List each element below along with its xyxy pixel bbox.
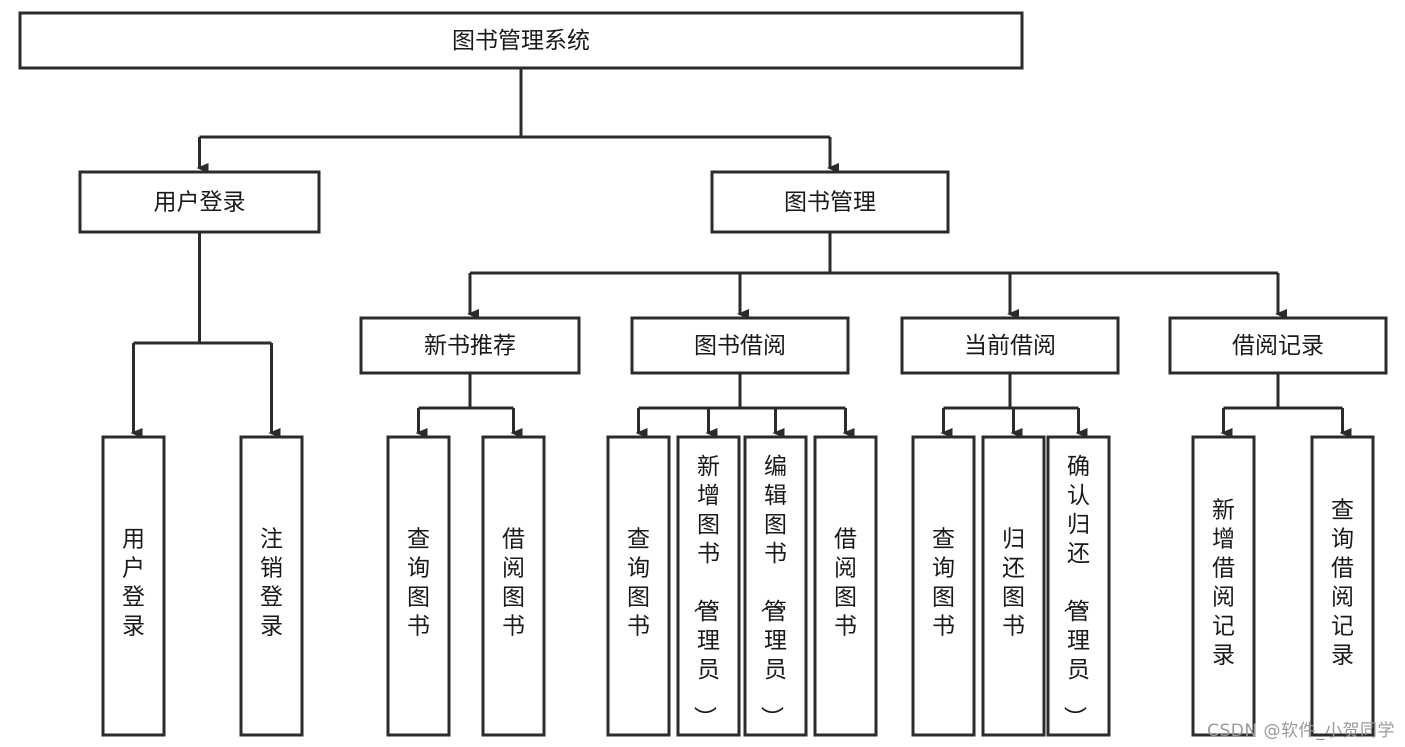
node-box: [630, 316, 850, 375]
node-box: [743, 435, 808, 737]
node-label: 新增借阅记录: [1212, 498, 1235, 669]
node-借阅记录[interactable]: 借阅记录: [1168, 316, 1388, 375]
node-图书借阅[interactable]: 图书借阅: [630, 316, 850, 375]
node-label: 用户登录: [154, 190, 246, 216]
node-box: [911, 435, 976, 737]
node-当前借阅[interactable]: 当前借阅: [900, 316, 1120, 375]
node-box: [359, 316, 581, 375]
node-label: 查询图书: [627, 527, 650, 640]
node-用户登录[interactable]: 用户登录: [101, 435, 166, 737]
node-图书管理系统[interactable]: 图书管理系统: [18, 11, 1024, 70]
node-label: 查询图书: [407, 527, 430, 640]
node-查询图书[interactable]: 查询图书: [386, 435, 451, 737]
node-查询借阅记录[interactable]: 查询借阅记录: [1310, 435, 1375, 737]
edges-layer: [130, 68, 1352, 438]
node-label: 借阅图书: [834, 527, 857, 640]
node-box: [1310, 435, 1375, 737]
node-box: [481, 435, 546, 737]
node-注销登录[interactable]: 注销登录: [239, 435, 304, 737]
node-label: 图书借阅: [694, 333, 786, 359]
node-label: 当前借阅: [964, 333, 1056, 359]
node-box: [386, 435, 451, 737]
node-label: 新增图书（管理员）: [691, 454, 720, 729]
node-借阅图书[interactable]: 借阅图书: [813, 435, 878, 737]
node-label: 借阅记录: [1232, 333, 1324, 359]
node-label: 确认归还（管理员）: [1061, 454, 1090, 729]
connector-图书借阅: [635, 373, 855, 438]
node-box: [78, 170, 321, 234]
node-label: 查询借阅记录: [1331, 498, 1354, 669]
node-box: [606, 435, 671, 737]
connector-root: [196, 68, 839, 173]
node-确认归还管理员[interactable]: 确认归还（管理员）: [1046, 435, 1111, 737]
node-新书推荐[interactable]: 新书推荐: [359, 316, 581, 375]
node-查询图书[interactable]: 查询图书: [606, 435, 671, 737]
node-label: 注销登录: [260, 527, 283, 640]
node-box: [1046, 435, 1111, 737]
node-label: 归还图书: [1002, 527, 1025, 640]
nodes-layer: 图书管理系统用户登录图书管理新书推荐图书借阅当前借阅借阅记录用户登录注销登录查询…: [18, 11, 1388, 737]
node-label: 借阅图书: [502, 527, 525, 640]
node-label: 图书管理: [784, 190, 876, 216]
node-box: [101, 435, 166, 737]
node-图书管理[interactable]: 图书管理: [710, 170, 950, 234]
node-编辑图书管理员[interactable]: 编辑图书（管理员）: [743, 435, 808, 737]
node-box: [813, 435, 878, 737]
node-归还图书[interactable]: 归还图书: [981, 435, 1046, 737]
node-box: [239, 435, 304, 737]
node-box: [18, 11, 1024, 70]
node-label: 新书推荐: [424, 333, 516, 359]
connector-user-login: [130, 232, 281, 438]
connector-借阅记录: [1220, 373, 1352, 438]
node-box: [676, 435, 741, 737]
node-label: 图书管理系统: [452, 28, 590, 54]
node-box: [1191, 435, 1256, 737]
node-借阅图书[interactable]: 借阅图书: [481, 435, 546, 737]
node-label: 用户登录: [122, 527, 145, 640]
node-用户登录[interactable]: 用户登录: [78, 170, 321, 234]
connector-当前借阅: [940, 373, 1088, 438]
node-box: [900, 316, 1120, 375]
connector-book-manage: [467, 232, 1287, 319]
node-box: [710, 170, 950, 234]
node-label: 编辑图书（管理员）: [758, 454, 787, 729]
node-box: [981, 435, 1046, 737]
node-label: 查询图书: [932, 527, 955, 640]
node-新增借阅记录[interactable]: 新增借阅记录: [1191, 435, 1256, 737]
node-新增图书管理员[interactable]: 新增图书（管理员）: [676, 435, 741, 737]
connector-新书推荐: [415, 373, 523, 438]
node-box: [1168, 316, 1388, 375]
watermark-label: CSDN @软件_小贺同学: [1207, 721, 1395, 741]
node-查询图书[interactable]: 查询图书: [911, 435, 976, 737]
